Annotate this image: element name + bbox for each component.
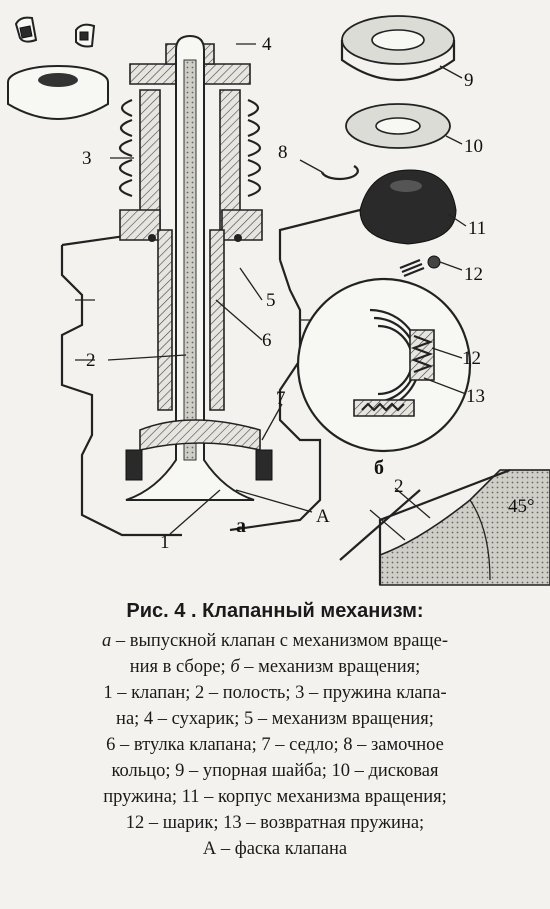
label-a: а xyxy=(236,515,246,537)
disc-spring xyxy=(345,103,451,149)
caption-line-1: а – выпускной клапан с механизмом враще- xyxy=(0,628,550,654)
label-2: 2 xyxy=(86,350,96,371)
label-4: 4 xyxy=(262,34,272,55)
caption-a-letter: а xyxy=(101,631,112,651)
label-12-detail: 12 xyxy=(462,348,481,369)
caption-line-2-pre: ния в сборе; xyxy=(129,657,231,677)
caption-title: Рис. 4 . Клапанный механизм: xyxy=(126,600,424,622)
label-12-top: 12 xyxy=(464,264,483,285)
ball-and-spring xyxy=(399,255,441,278)
label-11: 11 xyxy=(468,218,486,239)
label-5: 5 xyxy=(266,290,276,311)
caption-line-8: 12 – шарик; 13 – возвратная пружина; xyxy=(125,813,425,833)
caption-line-2: ния в сборе; б – механизм вращения; xyxy=(0,654,550,680)
rotation-housing xyxy=(359,169,457,245)
labels: 4 3 8 9 10 11 12 5 6 2 12 13 7 б 2 45° A… xyxy=(82,34,535,553)
label-7: 7 xyxy=(276,388,286,409)
keeper-pieces xyxy=(14,16,96,48)
caption-line-2-text: – механизм вращения; xyxy=(239,657,421,677)
label-10: 10 xyxy=(464,136,483,157)
label-1: 1 xyxy=(160,532,170,553)
caption-line-1-text: – выпускной клапан с механизмом враще- xyxy=(111,631,449,651)
figure-caption: Рис. 4 . Клапанный механизм: а – выпускн… xyxy=(0,598,550,862)
label-9: 9 xyxy=(464,70,474,91)
leader-lines xyxy=(107,43,467,535)
spring-plate-left xyxy=(7,65,109,120)
label-13: 13 xyxy=(466,386,485,407)
caption-line-9: А – фаска клапана xyxy=(202,839,348,859)
label-8: 8 xyxy=(278,142,288,163)
valve-mechanism-figure: 4 3 8 9 10 11 12 5 6 2 12 13 7 б 2 45° A… xyxy=(7,15,550,586)
label-angle: 45° xyxy=(508,496,535,517)
caption-line-7: пружина; 11 – корпус механизма вращения; xyxy=(103,787,447,807)
caption-line-5: 6 – втулка клапана; 7 – седло; 8 – замоч… xyxy=(106,735,444,755)
label-6: 6 xyxy=(262,330,272,351)
label-dim-2: 2 xyxy=(394,476,404,497)
rotation-mechanism-detail xyxy=(296,277,472,453)
lock-ring xyxy=(320,165,359,181)
label-3: 3 xyxy=(82,148,92,169)
label-b: б xyxy=(374,457,384,479)
caption-line-6: кольцо; 9 – упорная шайба; 10 – дисковая xyxy=(111,761,439,781)
caption-b-letter: б xyxy=(230,657,240,677)
label-A: A xyxy=(316,506,330,527)
figure-drawing: 4 3 8 9 10 11 12 5 6 2 12 13 7 б 2 45° A… xyxy=(7,15,550,586)
caption-line-3: 1 – клапан; 2 – полость; 3 – пружина кла… xyxy=(103,683,447,703)
chamfer-detail xyxy=(339,468,550,586)
thrust-washer xyxy=(340,15,456,82)
valve-assembly xyxy=(60,34,361,537)
caption-line-4: на; 4 – сухарик; 5 – механизм вращения; xyxy=(116,709,434,729)
